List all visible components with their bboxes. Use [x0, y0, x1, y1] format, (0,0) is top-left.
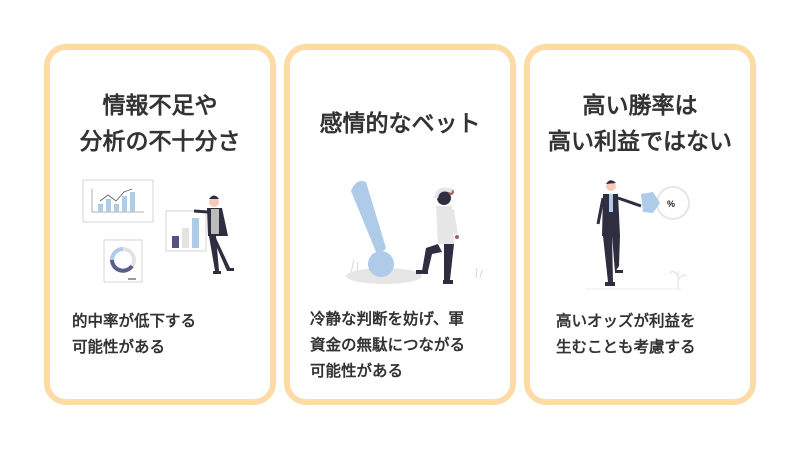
businessman-percent-illustration: % — [586, 180, 690, 290]
body-line: 可能性がある — [72, 338, 166, 356]
title-line: 感情的なベット — [319, 111, 481, 137]
card-title: 高い勝率は 高い利益ではない — [530, 88, 750, 160]
title-line: 高い勝率は — [582, 93, 698, 119]
card-emotional-bet: 感情的なベット 冷静な判断を妨げ、軍 資金の無駄につながる 可能性がある — [284, 44, 516, 405]
card-description: 的中率が低下する 可能性がある — [72, 308, 260, 360]
presenter-charts-illustration — [82, 179, 234, 283]
body-line: 的中率が低下する — [72, 312, 197, 330]
card-win-rate: 高い勝率は 高い利益ではない % 高いオッズが利益を 生むことも考慮する — [524, 44, 756, 405]
card-description: 冷静な判断を妨げ、軍 資金の無駄につながる 可能性がある — [310, 306, 500, 384]
card-title: 感情的なベット — [290, 106, 510, 142]
title-line: 高い利益ではない — [548, 129, 732, 155]
body-line: 資金の無駄につながる — [310, 336, 466, 354]
body-line: 可能性がある — [310, 362, 404, 380]
title-line: 分析の不十分さ — [79, 129, 241, 155]
percent-label: % — [667, 199, 675, 209]
exclamation-person-illustration — [346, 181, 483, 284]
body-line: 高いオッズが利益を — [556, 312, 696, 330]
body-line: 冷静な判断を妨げ、軍 — [310, 310, 464, 328]
title-line: 情報不足や — [102, 93, 218, 119]
body-line: 生むことも考慮する — [556, 338, 696, 356]
card-description: 高いオッズが利益を 生むことも考慮する — [556, 308, 740, 360]
card-title: 情報不足や 分析の不十分さ — [50, 88, 270, 160]
card-info-shortage: 情報不足や 分析の不十分さ 的中率が低下する 可能性がある — [44, 44, 276, 405]
